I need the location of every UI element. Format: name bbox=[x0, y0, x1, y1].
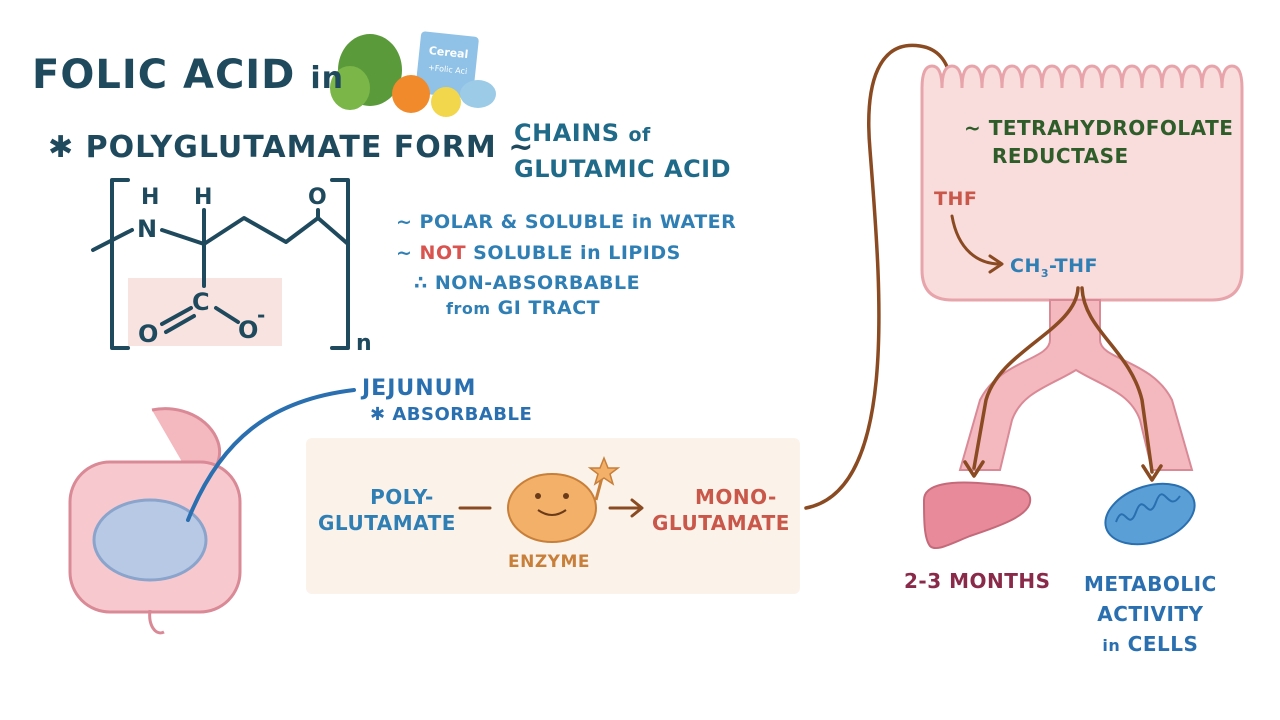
ch3-thf-text: -THF bbox=[1049, 255, 1098, 277]
property-not: NOT bbox=[419, 242, 467, 264]
monoglutamate-output: MONO- GLUTAMATE bbox=[652, 484, 790, 536]
chains-note: CHAINS of GLUTAMIC ACID bbox=[514, 116, 731, 186]
enzyme-arrow bbox=[608, 498, 644, 518]
title-in: in bbox=[310, 61, 344, 96]
n-atom: N bbox=[137, 215, 157, 243]
reductase-line-1: ~ TETRAHYDROFOLATE bbox=[964, 116, 1234, 140]
polyglutamate-input: POLY- GLUTAMATE bbox=[318, 484, 456, 536]
mono-line-2: GLUTAMATE bbox=[652, 511, 790, 535]
title-main: FOLIC ACID bbox=[32, 52, 296, 98]
mono-line-1: MONO- bbox=[695, 485, 777, 509]
cereal-sublabel: +Folic Aci bbox=[428, 63, 468, 76]
polyglutamate-heading: ✱ POLYGLUTAMATE FORM ~ bbox=[48, 130, 534, 165]
property-gi-tract: from GI TRACT bbox=[446, 297, 600, 319]
reductase-label: ~ TETRAHYDROFOLATE REDUCTASE bbox=[964, 114, 1233, 170]
meta-line-3: in CELLS bbox=[1084, 629, 1217, 661]
intestinal-cell bbox=[920, 64, 1244, 302]
h-atom-2: H bbox=[194, 185, 212, 210]
property-lipids-rest: SOLUBLE in LIPIDS bbox=[466, 242, 681, 264]
property-polar: ~ POLAR & SOLUBLE in WATER bbox=[396, 211, 737, 233]
polyglutamate-label: POLYGLUTAMATE FORM bbox=[85, 130, 497, 165]
chains-of: of bbox=[628, 124, 651, 146]
repeat-subscript: n bbox=[356, 331, 372, 356]
o-atom-right: O bbox=[238, 316, 258, 344]
enzyme-character bbox=[507, 455, 621, 543]
property-from: from bbox=[446, 299, 491, 318]
o-atom-top: O bbox=[308, 185, 327, 210]
property-gi-rest: GI TRACT bbox=[490, 297, 601, 319]
property-nonabsorbable: ∴ NON-ABSORBABLE bbox=[414, 272, 641, 294]
ch3-subscript: 3 bbox=[1040, 266, 1050, 280]
meta-line-1: METABOLIC bbox=[1084, 572, 1217, 596]
meta-in: in bbox=[1102, 636, 1121, 655]
liver-storage-label: 2-3 MONTHS bbox=[904, 569, 1051, 593]
branch-path-left bbox=[972, 286, 1080, 470]
branch-arrowhead-left bbox=[963, 460, 985, 478]
thf-conversion-arrow bbox=[950, 214, 1004, 274]
mitochondrion-illustration bbox=[1104, 482, 1196, 546]
property-lipids: ~ NOT SOLUBLE in LIPIDS bbox=[396, 242, 681, 264]
chains-glutamic: GLUTAMIC ACID bbox=[514, 155, 732, 183]
page-title: FOLIC ACID in bbox=[32, 52, 344, 98]
meta-line-2: ACTIVITY bbox=[1097, 602, 1204, 626]
o-atom-left: O bbox=[138, 320, 158, 348]
poly-line-2: GLUTAMATE bbox=[318, 511, 456, 535]
branch-path-right bbox=[1080, 286, 1154, 474]
intestine-illustration bbox=[68, 407, 242, 635]
reductase-line-2: REDUCTASE bbox=[992, 144, 1129, 168]
c-atom: C bbox=[192, 288, 210, 316]
thf-label: THF bbox=[934, 188, 978, 210]
polyglutamate-structure bbox=[91, 178, 350, 350]
absorbable-note: ✱ ABSORBABLE bbox=[370, 404, 533, 425]
ch3-text: CH bbox=[1010, 255, 1041, 277]
ch3-thf-label: CH3-THF bbox=[1010, 255, 1098, 280]
food-illustration bbox=[330, 31, 496, 117]
liver-illustration bbox=[922, 481, 1032, 550]
blood-vessel bbox=[958, 299, 1194, 471]
chains-word: CHAINS bbox=[514, 119, 620, 147]
cereal-label: Cereal bbox=[428, 44, 469, 61]
metabolic-activity-label: METABOLIC ACTIVITY in CELLS bbox=[1084, 569, 1217, 661]
enzyme-label: ENZYME bbox=[508, 552, 591, 572]
tilde-symbol: ~ bbox=[508, 130, 535, 165]
meta-cells: CELLS bbox=[1120, 632, 1199, 656]
jejunum-pointer-line bbox=[186, 388, 356, 522]
bullet-icon: ✱ bbox=[48, 130, 75, 165]
branch-arrowhead-right bbox=[1141, 464, 1163, 482]
charge-minus: - bbox=[257, 303, 265, 327]
poly-line-1: POLY- bbox=[370, 485, 434, 509]
property-lipids-tilde: ~ bbox=[396, 242, 420, 264]
h-atom-1: H bbox=[141, 185, 159, 210]
jejunum-label: JEJUNUM bbox=[362, 376, 477, 401]
